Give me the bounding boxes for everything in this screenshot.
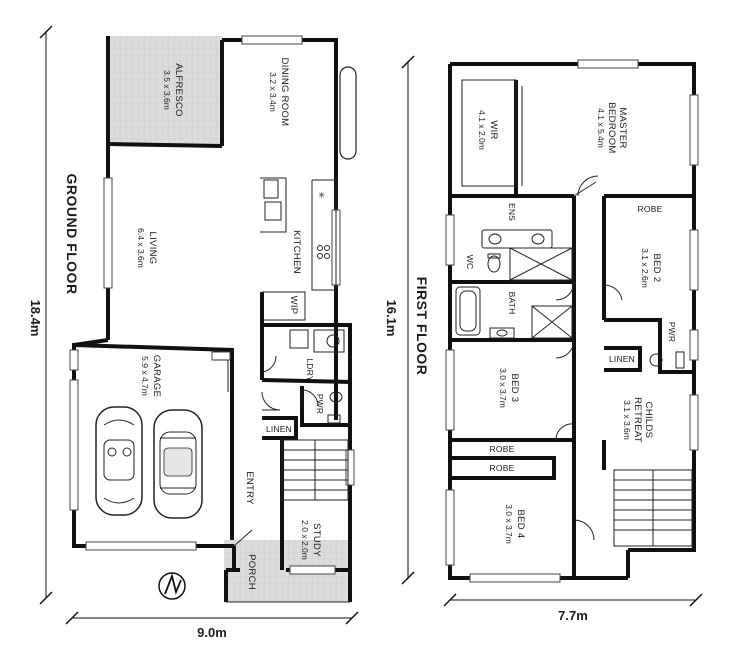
label-robe-bed4: ROBE	[490, 463, 515, 473]
dims-living: 6.4 x 3.6m	[136, 228, 146, 268]
label-ground-pwr: PWR	[315, 394, 325, 414]
dims-dining-room: 3.2 x 3.4m	[268, 72, 278, 112]
dims-bed3: 3.0 x 3.7m	[498, 368, 508, 408]
dims-bed4: 3.0 x 3.7m	[504, 504, 514, 544]
dims-wir: 4.1 x 2.0m	[477, 110, 487, 150]
label-bed2: BED 2	[651, 254, 662, 283]
ground-depth-dimension: 18.4m	[28, 25, 53, 605]
label-ens: ENS	[507, 203, 517, 221]
ground-depth-value: 18.4m	[28, 300, 43, 337]
first-floor-plan: WIR 4.1 x 2.0m MASTER BEDROOM 4.1 x 5.4m…	[384, 55, 703, 623]
first-width-dimension: 7.7m	[443, 593, 703, 623]
ground-width-value: 9.0m	[197, 625, 227, 640]
dims-garage: 5.9 x 4.7m	[140, 356, 150, 396]
label-kitchen: KITCHEN	[291, 230, 302, 274]
first-width-value: 7.7m	[558, 608, 588, 623]
label-living: LIVING	[147, 232, 158, 265]
label-bed4: BED 4	[515, 510, 526, 539]
fridge-star: ✳	[318, 190, 326, 200]
first-depth-value: 16.1m	[384, 300, 399, 337]
ground-floor-stairs	[281, 439, 349, 501]
ground-floor-plan: ✳	[28, 25, 359, 640]
label-childs-2: RETREAT	[632, 397, 643, 443]
first-floor-title: FIRST FLOOR	[414, 277, 430, 376]
alfresco-area	[108, 36, 222, 144]
label-porch: PORCH	[246, 554, 257, 590]
label-robe-bed2: ROBE	[638, 204, 663, 214]
label-laundry: LDRY	[305, 358, 315, 381]
ground-width-dimension: 9.0m	[65, 611, 359, 640]
label-first-linen: LINEN	[609, 354, 635, 364]
outdoor-table	[339, 66, 357, 160]
car-coupe	[153, 409, 203, 519]
dims-study: 2.0 x 2.0m	[300, 520, 310, 560]
label-bed3: BED 3	[509, 374, 520, 403]
dims-bed2: 3.1 x 2.6m	[640, 248, 650, 288]
label-wip: WIP	[288, 296, 299, 315]
label-alfresco: ALFRESCO	[173, 63, 184, 117]
label-first-pwr: PWR	[667, 322, 677, 342]
label-study: STUDY	[311, 523, 322, 557]
label-robe-bed3: ROBE	[490, 444, 515, 454]
label-ground-linen: LINEN	[266, 424, 292, 434]
dims-childs: 3.1 x 3.6m	[622, 400, 632, 440]
label-bath: BATH	[507, 292, 517, 315]
dims-master: 4.1 x 5.4m	[596, 108, 606, 148]
label-master-2: BEDROOM	[606, 102, 617, 153]
north-arrow-icon	[158, 572, 186, 600]
label-wc: WC	[465, 255, 475, 270]
ground-floor-title: GROUND FLOOR	[64, 173, 80, 294]
label-childs-1: CHILDS	[643, 402, 654, 439]
dims-alfresco: 3.5 x 3.6m	[162, 70, 172, 110]
label-wir: WIR	[488, 120, 499, 139]
label-dining-room: DINING ROOM	[279, 58, 290, 127]
label-master-1: MASTER	[617, 107, 628, 148]
first-floor-stairs	[613, 469, 693, 547]
car-convertible	[95, 406, 143, 516]
label-garage: GARAGE	[151, 355, 162, 397]
label-entry: ENTRY	[244, 471, 255, 505]
first-depth-dimension: 16.1m	[384, 55, 415, 585]
